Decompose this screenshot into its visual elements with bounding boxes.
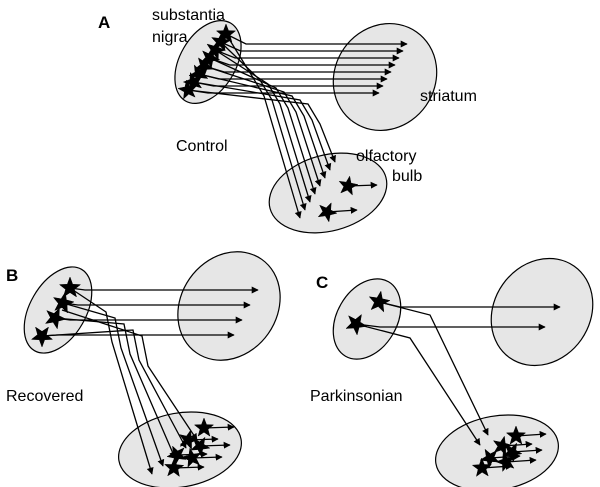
panel-b-dopaminergic-neuron	[52, 291, 75, 314]
panel-b-olfactory-neuron	[164, 457, 185, 478]
panel-b-local-axon	[191, 453, 223, 461]
panel-a-dopaminergic-neuron	[215, 23, 237, 43]
panel-a-striatal-axon	[220, 41, 404, 55]
panel-c-olfactory-neuron	[505, 425, 527, 445]
panel-c-neurons	[345, 290, 527, 477]
panel-c: C Parkinsonian	[310, 257, 594, 487]
panel-b-dopaminergic-neuron	[30, 326, 54, 348]
panel-c-olfactory-neuron	[492, 435, 513, 456]
panel-a-olfactory-neuron	[317, 202, 338, 223]
panel-c-olfactory-neuron	[495, 451, 515, 473]
panel-a-olfactory-axon	[209, 57, 317, 195]
panel-b: B Recovered	[6, 251, 281, 487]
panel-a-olfactory-axon	[193, 81, 332, 171]
panel-b-olfactory-axon	[61, 309, 198, 441]
panel-b-condition-label: Recovered	[6, 388, 83, 405]
panel-b-striatum	[177, 251, 281, 361]
panel-b-olfactory-neuron	[178, 429, 199, 450]
panel-b-olfactory-neuron	[193, 417, 215, 437]
panel-b-olfactory-axon	[69, 287, 154, 475]
striatum-label: striatum	[420, 88, 477, 105]
panel-b-letter: B	[6, 266, 18, 285]
panel-a-condition-label: Control	[176, 138, 228, 155]
panel-a-olfactory-axon	[225, 33, 302, 219]
panel-c-condition-label: Parkinsonian	[310, 388, 403, 405]
panel-c-dopaminergic-neuron	[368, 290, 391, 313]
panel-a-neurons	[177, 23, 359, 223]
panel-c-olfactory-neuron	[479, 448, 500, 469]
panel-b-olfactory-axon	[54, 317, 176, 459]
panel-c-striatum	[490, 257, 594, 367]
olfactory-bulb-label-line1: olfactory	[356, 148, 416, 165]
panel-c-olfactory-bulb	[435, 414, 559, 487]
panel-c-olfactory-axon	[378, 301, 489, 436]
panel-c-substantia-nigra	[332, 278, 402, 360]
panel-a-dopaminergic-neuron	[188, 64, 209, 85]
panel-b-olfactory-axon	[62, 302, 165, 467]
panel-a: A substantia nigra striatum olfactory bu…	[98, 7, 477, 234]
panel-b-olfactory-neuron	[190, 436, 211, 457]
substantia-nigra-label-line2: nigra	[152, 29, 188, 46]
panel-a-olfactory-neuron	[338, 175, 359, 196]
panel-a-olfactory-axon	[187, 89, 336, 163]
panel-a-striatal-axon	[225, 33, 408, 48]
panel-b-neurons	[30, 276, 215, 478]
substantia-nigra-label-line1: substantia	[152, 7, 225, 24]
panel-c-olfactory-neuron	[502, 442, 523, 463]
olfactory-bulb-label-line2: bulb	[392, 168, 422, 185]
panel-c-letter: C	[316, 273, 328, 292]
panel-b-olfactory-neuron	[181, 447, 202, 468]
panel-b-olfactory-axon	[41, 329, 187, 449]
panel-a-striatum	[332, 22, 438, 132]
panel-a-olfactory-axon	[198, 73, 327, 179]
panel-a-letter: A	[98, 13, 110, 32]
panel-c-olfactory-axon	[355, 323, 481, 446]
panel-c-dopaminergic-neuron	[345, 313, 368, 336]
panel-a-dopaminergic-neuron	[177, 79, 198, 100]
panel-a-striatal-axon	[214, 49, 400, 62]
panel-a-dopaminergic-neuron	[182, 71, 203, 93]
panel-c-local-axon	[505, 456, 537, 464]
panel-a-olfactory-axon	[214, 49, 312, 203]
panel-b-dopaminergic-neuron	[44, 307, 67, 330]
panel-c-olfactory-neuron	[471, 457, 493, 477]
panel-b-dopaminergic-neuron	[58, 276, 82, 298]
